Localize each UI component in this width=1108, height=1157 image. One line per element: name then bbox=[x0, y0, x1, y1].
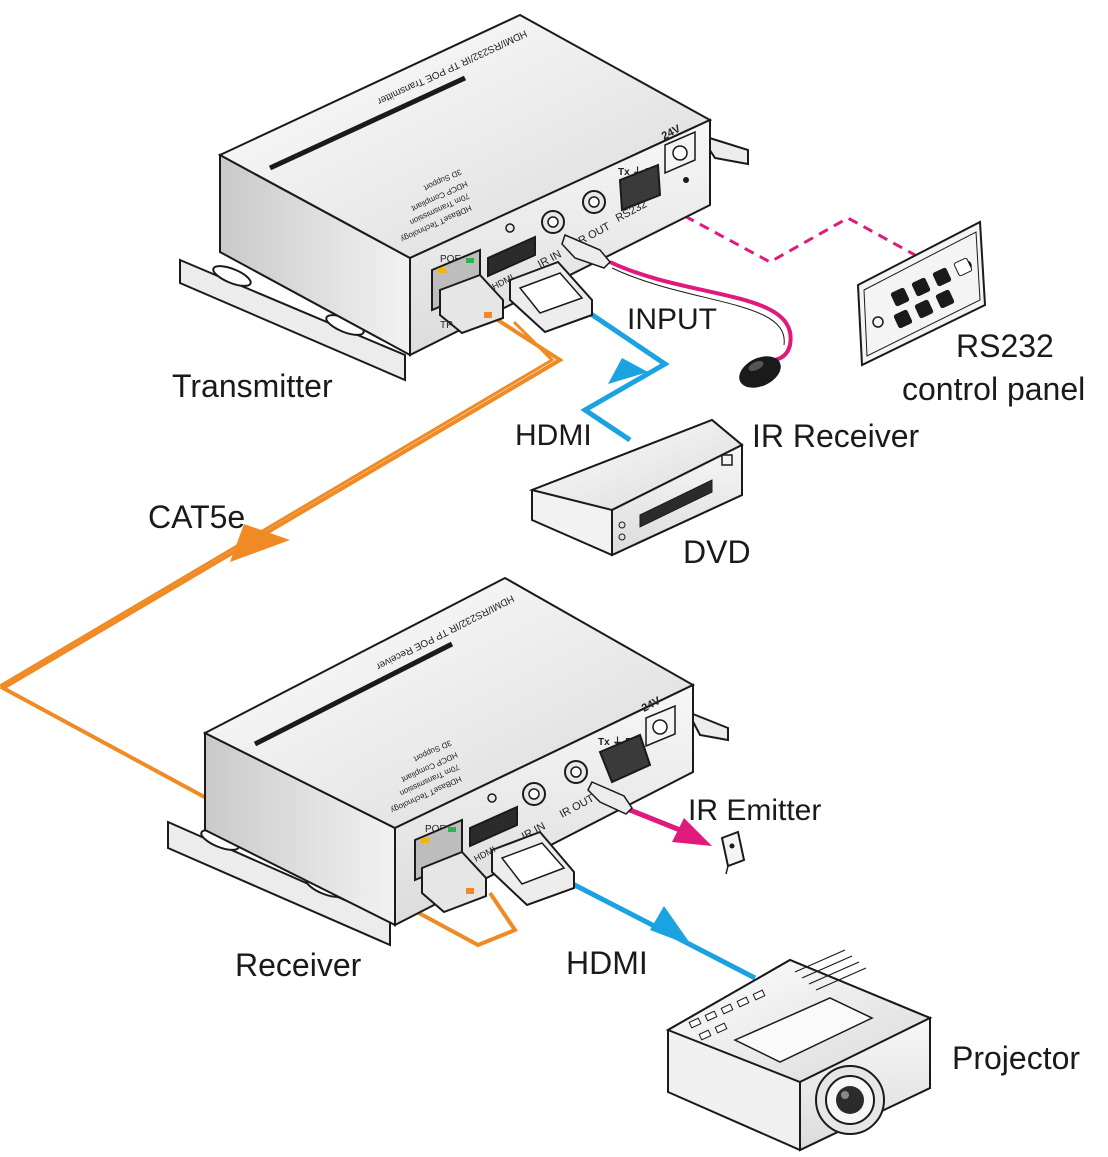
receiver-power-jack bbox=[652, 719, 668, 735]
hdmi-source-label: HDMI bbox=[515, 419, 592, 452]
cat5e-label: CAT5e bbox=[148, 499, 246, 535]
input-label: INPUT bbox=[627, 303, 717, 336]
transmitter-ir-plug bbox=[561, 233, 612, 269]
receiver-tp-plug bbox=[421, 850, 487, 914]
receiver-label: Receiver bbox=[235, 947, 362, 983]
ir-receiver-label: IR Receiver bbox=[752, 418, 920, 454]
receiver-poe-label: POE bbox=[425, 824, 446, 835]
transmitter-label: Transmitter bbox=[172, 368, 333, 404]
rs232-control-panel-device bbox=[856, 220, 987, 367]
hdmi-output-cable bbox=[563, 877, 757, 981]
ir-emitter-arrow bbox=[672, 818, 712, 846]
transmitter-rs232-terminal bbox=[618, 163, 662, 212]
ir-emitter-device bbox=[720, 830, 746, 875]
dvd-label: DVD bbox=[683, 534, 751, 570]
transmitter-hdmi-port bbox=[487, 235, 536, 278]
receiver-hdmi-port bbox=[469, 805, 518, 848]
transmitter-tp-plug bbox=[439, 273, 504, 335]
ir-emitter-label: IR Emitter bbox=[688, 794, 822, 827]
transmitter-device: HDMI/RS232/IR TP POE Transmitter HDBaseT… bbox=[179, 13, 749, 382]
hdmi-output-arrow bbox=[650, 906, 692, 946]
receiver-rs232-terminal bbox=[598, 733, 652, 784]
ir-receiver-device bbox=[739, 356, 781, 388]
hdmi-output-label: HDMI bbox=[566, 945, 648, 981]
hdmi-input-arrow bbox=[608, 358, 648, 384]
rs232-label: RS232 bbox=[956, 328, 1054, 364]
hdmi-input-cable bbox=[580, 309, 670, 443]
receiver-device: HDMI/RS232/IR TP POE Receiver HDBaseT Te… bbox=[167, 576, 729, 947]
projector-label: Projector bbox=[952, 1040, 1081, 1076]
transmitter-tp-label: TP bbox=[440, 320, 453, 331]
transmitter-power-jack bbox=[672, 145, 688, 161]
projector-device bbox=[665, 949, 933, 1152]
transmitter-poe-label: POE bbox=[440, 254, 461, 265]
control-panel-label: control panel bbox=[902, 371, 1086, 407]
rs232-link bbox=[654, 198, 916, 264]
ir-emitter-cable bbox=[624, 805, 712, 846]
cat5e-arrow bbox=[230, 524, 290, 562]
receiver-ir-plug bbox=[587, 781, 633, 815]
dvd-player-device bbox=[528, 418, 744, 557]
